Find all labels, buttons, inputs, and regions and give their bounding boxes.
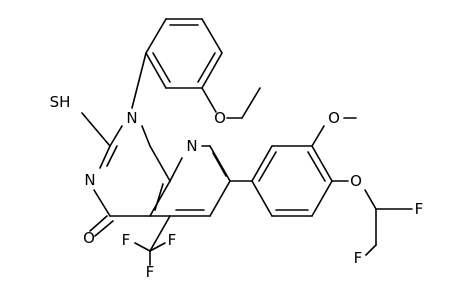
bond <box>311 145 333 182</box>
atom-f-cf3-bottom: F <box>146 263 155 281</box>
atom-n3: N <box>84 171 95 189</box>
bond <box>209 145 231 182</box>
bond <box>109 125 123 147</box>
bond <box>149 242 166 252</box>
bonds <box>81 18 413 266</box>
bond <box>201 18 223 54</box>
bond <box>258 151 277 182</box>
bond <box>169 157 183 182</box>
bond <box>365 244 377 256</box>
bond <box>251 145 273 182</box>
atom-f-cf3-left: F <box>122 231 131 249</box>
bond <box>251 180 273 217</box>
bond <box>106 145 118 167</box>
atom-o-carbonyl: O <box>83 229 95 247</box>
bond <box>201 52 223 89</box>
bond <box>311 180 333 217</box>
atom-n1: N <box>126 109 137 127</box>
bond <box>364 189 377 210</box>
bond <box>149 180 171 217</box>
bond <box>145 52 167 89</box>
bond <box>89 215 108 232</box>
atom-sh: SH <box>50 93 71 111</box>
atom-o-methoxy: O <box>328 109 340 127</box>
bond <box>201 87 217 113</box>
bond <box>197 52 216 83</box>
bond <box>154 183 164 211</box>
bond <box>94 220 114 237</box>
bond <box>93 189 111 217</box>
bond <box>212 152 227 177</box>
atom-labels: SH N N N O O O O F F F F F <box>50 93 424 281</box>
bond <box>149 215 171 252</box>
bond <box>134 242 151 252</box>
atom-f-cf3-right: F <box>168 231 177 249</box>
bond <box>311 125 325 147</box>
atom-o-ethoxy: O <box>214 109 226 127</box>
atom-f-chf2-bottom: F <box>354 249 363 267</box>
bond <box>99 145 111 169</box>
bond <box>131 52 147 109</box>
bond <box>307 151 326 182</box>
bond <box>149 145 171 182</box>
bond <box>241 87 261 119</box>
atom-o-difluoro: O <box>350 172 362 190</box>
atom-f-chf2-top: F <box>415 200 424 218</box>
bond <box>145 18 167 54</box>
bond <box>141 125 151 147</box>
atom-n8: N <box>186 137 197 155</box>
bond <box>81 112 111 147</box>
bond <box>152 52 171 83</box>
bond <box>209 180 231 217</box>
